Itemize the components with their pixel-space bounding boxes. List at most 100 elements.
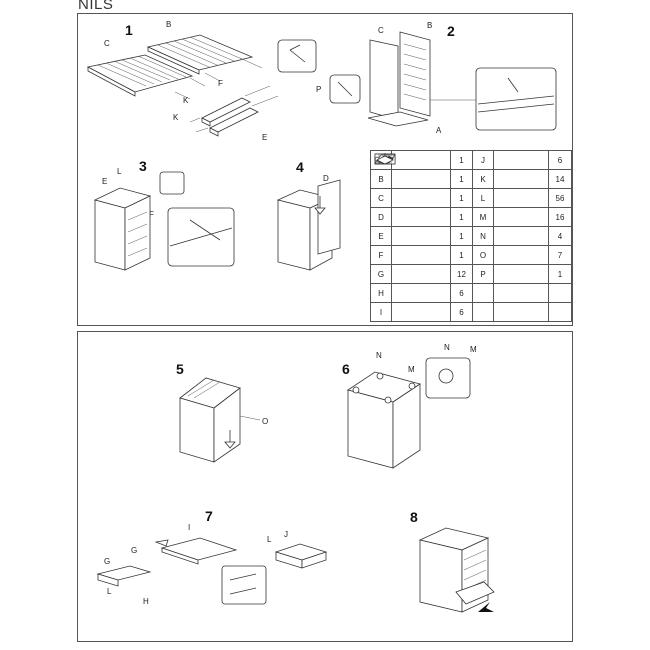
- drawer-bottom-icon: [375, 155, 394, 164]
- base-panel-a: [367, 111, 429, 127]
- detail-screw-l: [475, 67, 557, 131]
- svg-text:D: D: [323, 174, 329, 183]
- cabinet-side: [124, 195, 151, 271]
- part-image: [377, 156, 451, 284]
- step-6-number: 6: [342, 361, 350, 377]
- part-image: [374, 153, 451, 208]
- part-quantity: 6: [548, 150, 572, 170]
- part-image: [493, 283, 549, 303]
- svg-text:C: C: [378, 26, 384, 35]
- step-4-illustration: 4 D: [276, 159, 341, 271]
- svg-text:P: P: [316, 85, 321, 94]
- svg-text:K: K: [183, 96, 189, 105]
- parts-table: A1J6B1K14C1L56D1M16E1N4F1O7G12P1H6I6: [370, 150, 572, 322]
- step-2-number: 2: [447, 23, 455, 39]
- svg-text:E: E: [262, 133, 267, 142]
- part-letter: G: [370, 264, 392, 284]
- part-image: [380, 154, 549, 284]
- step-3-illustration: 3 E L P F L: [93, 158, 235, 271]
- side-panel-c: [369, 39, 399, 121]
- part-quantity: [548, 302, 572, 322]
- step-2-illustration: 2 C B P L A: [316, 21, 557, 135]
- part-letter: L: [472, 188, 494, 208]
- svg-text:N: N: [376, 351, 382, 360]
- part-image: [375, 155, 451, 322]
- svg-text:A: A: [436, 126, 442, 135]
- part-letter: [472, 283, 494, 303]
- part-letter: K: [472, 169, 494, 189]
- push-arrow: [478, 602, 494, 612]
- part-letter: H: [370, 283, 392, 303]
- step-6-illustration: 6 N M N M: [342, 343, 477, 469]
- part-quantity: 6: [450, 283, 473, 303]
- part-quantity: 16: [548, 207, 572, 227]
- step-5-illustration: 5 O: [176, 361, 268, 463]
- part-image: [376, 150, 549, 170]
- part-letter: D: [370, 207, 392, 227]
- part-letter: F: [370, 245, 392, 265]
- part-letter: N: [472, 226, 494, 246]
- step-3-number: 3: [139, 158, 147, 174]
- parts-table-row: A1J6: [370, 150, 572, 170]
- part-quantity: 4: [548, 226, 572, 246]
- part-image: [375, 156, 451, 265]
- part-letter: O: [472, 245, 494, 265]
- part-letter: I: [370, 302, 392, 322]
- detail-caster: [425, 357, 471, 399]
- part-letter: J: [472, 150, 494, 170]
- svg-text:F: F: [149, 210, 154, 219]
- part-image: [374, 156, 549, 208]
- step-8-illustration: 8: [410, 509, 495, 613]
- step-7-number: 7: [205, 508, 213, 524]
- part-quantity: 6: [450, 302, 473, 322]
- part-letter: M: [472, 207, 494, 227]
- part-letter: E: [370, 226, 392, 246]
- svg-text:B: B: [166, 20, 171, 29]
- part-image: [375, 156, 451, 246]
- drawer-bottom-i: [160, 537, 238, 561]
- part-letter: P: [472, 264, 494, 284]
- part-quantity: 1: [450, 150, 473, 170]
- step-4-number: 4: [296, 159, 304, 175]
- part-quantity: 1: [548, 264, 572, 284]
- assembly-panel-bottom: [77, 331, 573, 642]
- svg-text:O: O: [262, 417, 268, 426]
- detail-screws-l: [221, 565, 267, 605]
- part-letter: C: [370, 188, 392, 208]
- part-image: [378, 156, 451, 303]
- svg-text:F: F: [218, 79, 223, 88]
- back-panel-d: [317, 179, 341, 255]
- part-image: [378, 155, 549, 189]
- svg-text:G: G: [131, 546, 137, 555]
- part-quantity: 56: [548, 188, 572, 208]
- step-7-illustration: 7 I J G G L H L: [96, 508, 328, 606]
- part-quantity: 7: [548, 245, 572, 265]
- step-5-number: 5: [176, 361, 184, 377]
- part-image: [374, 153, 451, 189]
- part-image: [381, 155, 549, 265]
- svg-text:K: K: [173, 113, 179, 122]
- part-letter: B: [370, 169, 392, 189]
- part-quantity: [548, 283, 572, 303]
- part-image: [374, 156, 549, 227]
- svg-text:B: B: [427, 21, 432, 30]
- part-quantity: 1: [450, 245, 473, 265]
- part-image: [373, 154, 451, 227]
- step-1-number: 1: [125, 22, 133, 38]
- svg-text:I: I: [188, 523, 190, 532]
- step-8-number: 8: [410, 509, 418, 525]
- svg-text:G: G: [104, 557, 110, 566]
- svg-text:H: H: [143, 597, 149, 606]
- svg-text:L: L: [117, 167, 122, 176]
- svg-text:C: C: [104, 39, 110, 48]
- svg-text:E: E: [102, 177, 107, 186]
- part-quantity: 1: [450, 169, 473, 189]
